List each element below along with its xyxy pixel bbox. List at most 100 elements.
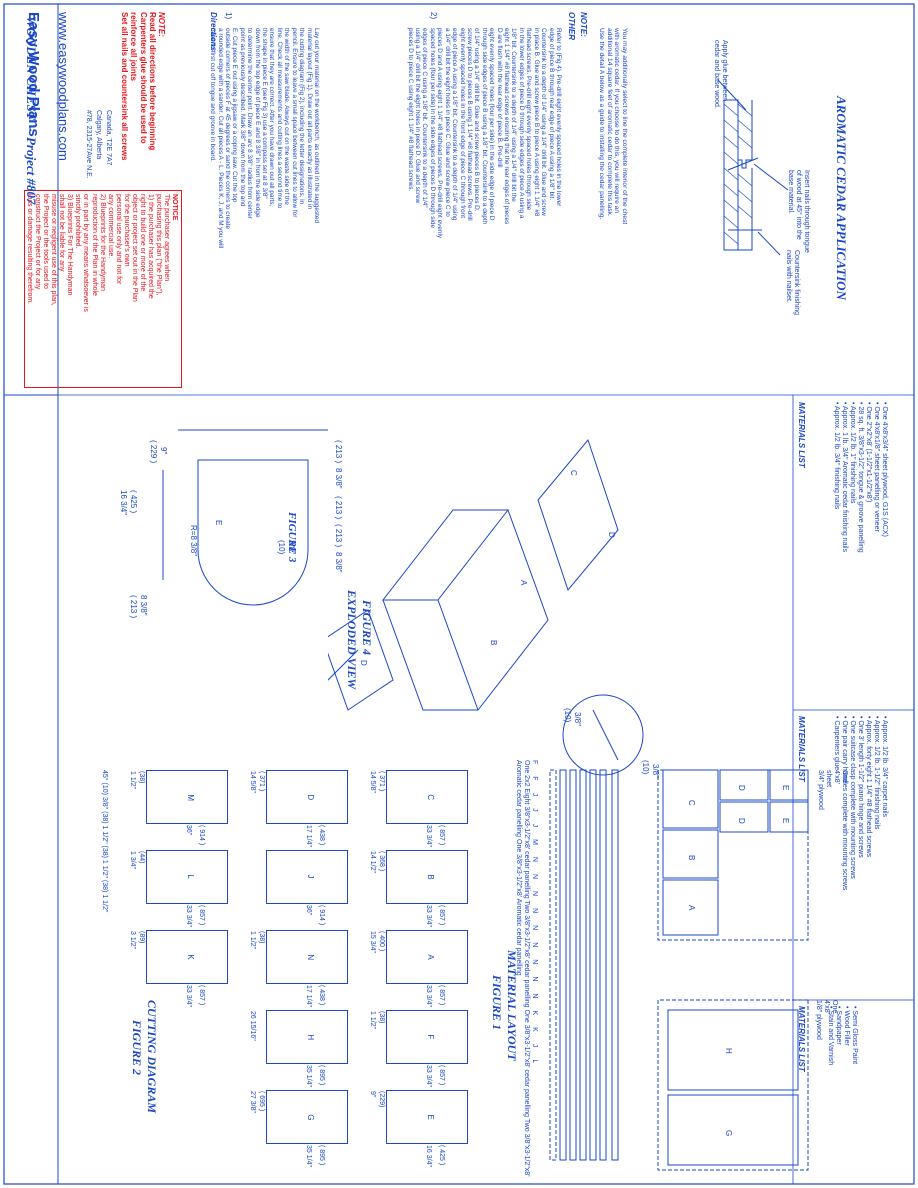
direction-line: Refer to (Fig 4). Pre-drill eight evenly… [555, 28, 562, 207]
figure-2-subtitle: FIGURE 2 [130, 1020, 144, 1076]
cut-part-height: ( 857 ) [437, 985, 445, 1006]
leader-glue [717, 79, 747, 111]
notice-line: for the purchaser's own [122, 194, 130, 267]
material-item: • One suitcase clasp complete with mount… [848, 716, 856, 879]
cut-part-letter: E [426, 1114, 435, 1120]
piece-a-rect [662, 879, 719, 936]
direction-line: pencil. Ensure to leave a small space be… [290, 28, 298, 218]
cut-part-height: ( 914 ) [317, 905, 325, 926]
piece-e1-rect [769, 769, 809, 801]
strip-letter: N [531, 959, 538, 965]
cut-part-height-inches: 17 1/4" [304, 825, 312, 847]
brand-url: www.easywoodplans.com [56, 12, 71, 161]
fig3-dim-extra: ( 213 ) [334, 496, 343, 520]
cut-part-letter: G [306, 1114, 315, 1121]
fig3-dim-a: ( 229 ) [149, 440, 158, 464]
strip-letter: J [531, 808, 538, 812]
strip-letter: N [531, 942, 538, 948]
cut-part-g: G( 895 )35 1/4"( 695 )27 3/8" [249, 1090, 348, 1167]
fig1-piece-b: B [687, 855, 696, 861]
direction-line: of 1/4" using a 1/4" drill bit. Glue and… [473, 28, 481, 212]
notice-line: construct the Project or for any [34, 194, 42, 290]
fig3-dim-h: (10) [277, 540, 286, 555]
cut-part-height: ( 857 ) [437, 825, 445, 846]
notice-line: 1) the purchaser has acquired the [146, 194, 154, 299]
sheet-label-line: 4'x8' [822, 1000, 830, 1014]
cut-part-height-inches: 33 3/4" [424, 825, 432, 847]
direction-line: Lay out your material on the workbench, … [313, 28, 320, 224]
other-line: You may additionally select to line the … [621, 28, 628, 225]
cut-part-width: (38) [378, 1011, 385, 1024]
figure-1-strips [549, 769, 619, 1161]
strip-letter: N [531, 891, 538, 897]
fig1-piece-h: H [724, 1048, 733, 1054]
direction-step-2-number: 2) [429, 12, 438, 20]
direction-line: pieces D and A using eight 1 1/4" #8 fla… [436, 28, 444, 239]
other-lines: You may additionally select to line the … [598, 28, 628, 388]
cut-part-letter: C [426, 794, 435, 801]
strip-label: One 2x2 [522, 760, 530, 789]
cut-part-height: ( 438 ) [317, 825, 325, 846]
cut-part-width-inches: 3 1/2" [129, 931, 136, 950]
cedar-note-line: nails with nailset. [784, 250, 792, 303]
cut-extra-dim: (38) [101, 811, 108, 826]
other-heading: OTHER [567, 12, 576, 40]
material-item: • Approx. 1/2 lb. 3/4" carpet nails [881, 716, 888, 818]
direction-line: in place B. Glue and screw piece B to pi… [532, 28, 540, 217]
fig1-piece-c: C [687, 800, 696, 806]
strip-letter: N [531, 976, 538, 982]
other-note-label: NOTE: [579, 12, 588, 37]
direction-line: a rounded edge with a sander. Cut all pi… [216, 28, 224, 249]
cut-part-height: ( 914 ) [197, 825, 205, 846]
direction-line: eight 1 1/4" #8 flathead screws ensuring… [503, 28, 511, 225]
plywood-sheet-outline [657, 769, 809, 941]
cut-part-height-inches: 33 3/4" [424, 1065, 432, 1087]
cut-part-width: ( 371 ) [258, 771, 265, 792]
cut-part-letter: H [306, 1034, 315, 1041]
cut-part-width: ( 400 ) [378, 931, 385, 952]
fig1-piece-d1: D [737, 785, 746, 791]
strip-letter: K [531, 1027, 538, 1032]
fig3-dim-extra: ( 213 ) [334, 440, 343, 464]
notice-line: purchasing this plan ("the Plan"), [154, 194, 162, 296]
cedar-note-line: Apply glue between [721, 40, 728, 102]
direction-line: edge of piece A using a 1/8" bit. Counte… [451, 28, 459, 221]
cedar-detail-drawing [717, 79, 789, 256]
cut-part-height: ( 857 ) [197, 985, 205, 1006]
cedar-note-line: Countersink finishing [793, 250, 800, 315]
figure-1-title: MATERIAL LAYOUT [505, 950, 519, 1061]
cut-part-letter: M [186, 794, 195, 802]
project-title: WOODEN CHEST - Project #807 [24, 16, 39, 205]
notice-line: 2) Blueprints for the Handyman [98, 194, 106, 291]
cut-part-height-inches: 35 1/4" [304, 1065, 312, 1087]
cut-part-width-inches: 1 1/2" [129, 771, 136, 790]
other-line: additional 14 square feet of aromatic ce… [605, 28, 613, 217]
cedar-note-line: Insert nails through tongue [803, 170, 810, 253]
direction-step-1: Lay out your material on the workbench, … [209, 28, 320, 388]
hatching [723, 103, 753, 245]
direction-step-2: Refer to (Fig 4). Pre-drill eight evenly… [406, 28, 562, 388]
cut-part-b: B( 857 )33 3/4"( 368 )14 1/2" [369, 850, 468, 927]
piece-c-rect [662, 769, 719, 829]
notice-line: personal use only and not for [114, 194, 122, 285]
strip-label: cedar panelling [522, 960, 530, 1010]
strip-letter: F [531, 760, 538, 765]
cut-part-width-inches: 14 5/8" [249, 771, 256, 793]
direction-line: edge of piece B through rear edge of pie… [547, 28, 555, 201]
material-item: • One 4'x8'x1/8" sheet panelling or vene… [872, 402, 880, 532]
strip-label: Aromatic cedar panelling [514, 760, 522, 839]
cut-part-height: ( 857 ) [437, 1065, 445, 1086]
notice-line: the Project or the tools used to [42, 194, 50, 289]
fig3-dim-d: 16 3/4" [119, 490, 128, 516]
cut-part-height: ( 895 ) [317, 1065, 325, 1086]
sheet-label-line: 1/8" plywood [814, 1000, 822, 1040]
cut-part-n: N( 438 )17 1/4"(38)1 1/2" [249, 930, 348, 1007]
cut-part-f: F( 857 )33 3/4"(38)1 1/2" [369, 1010, 468, 1087]
strip-label: cedar panelling [522, 1069, 530, 1119]
direction-line: eight evenly spaced holes in the front e… [458, 28, 466, 219]
cut-part-width-inches: 1 1/2" [369, 1011, 376, 1030]
material-item: • One 2"x2"x8' (1-1/2"x1-1/2"x8') [864, 402, 872, 503]
cut-part-width-inches: 14 1/2" [369, 851, 376, 873]
direction-line: 1/8" bit. Countersink to a depth of 1/4"… [510, 28, 518, 202]
